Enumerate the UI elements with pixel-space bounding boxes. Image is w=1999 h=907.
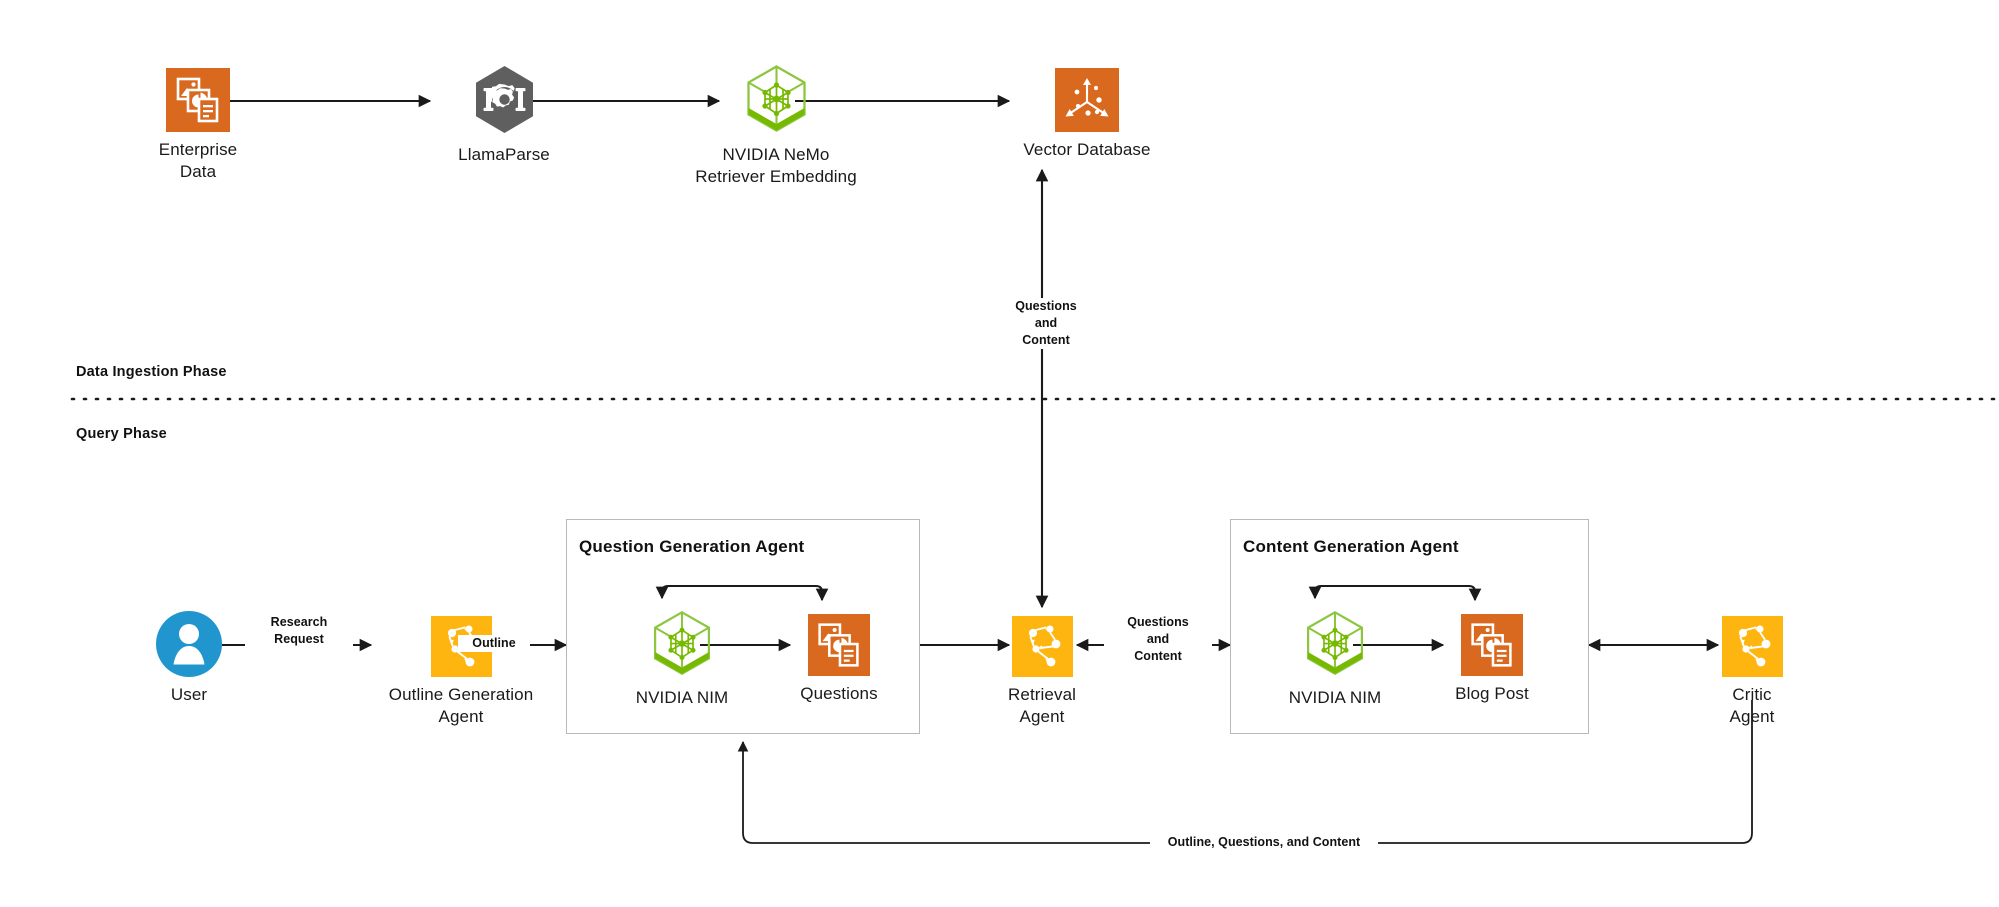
group-content-generation-agent [1230,519,1589,734]
node-label-cga-nim: NVIDIA NIM [1288,688,1382,707]
node-label-questions: Questions [800,684,878,703]
edge-cga-loop [1308,584,1482,602]
node-label-user: User [170,685,208,704]
edge-label-research-request: Research Request [245,614,353,648]
node-blog-post[interactable]: Blog Post [1443,614,1541,705]
phase-label-data-ingestion: Data Ingestion Phase [76,364,227,380]
documents-icon [1461,614,1523,676]
node-label-llamaparse: LlamaParse [458,145,550,164]
node-nemo-retriever[interactable]: NVIDIA NeMo Retriever Embedding [680,62,872,189]
documents-icon [166,68,230,132]
node-label-outline-generation-agent: Outline Generation Agent [388,685,534,727]
phase-label-query: Query Phase [76,426,167,442]
node-user[interactable]: User [155,611,223,706]
node-label-nemo-retriever: NVIDIA NeMo Retriever Embedding [695,145,857,187]
edge-label-feedback-loop: Outline, Questions, and Content [1150,834,1378,851]
node-qga-nim[interactable]: NVIDIA NIM [625,608,739,709]
node-retrieval-agent[interactable]: Retrieval Agent [1008,616,1076,729]
edge-qga-loop [655,584,829,602]
node-label-retrieval-agent: Retrieval Agent [1008,685,1076,727]
node-questions[interactable]: Questions [790,614,888,705]
node-critic-agent[interactable]: Critic Agent [1721,616,1783,729]
vector-database-icon [1055,68,1119,132]
node-vector-database[interactable]: Vector Database [1009,68,1165,161]
agent-flow-icon [1721,616,1783,677]
node-llamaparse[interactable]: LlamaParse [430,62,578,166]
user-avatar-icon [156,611,222,677]
group-title-content-generation-agent: Content Generation Agent [1243,537,1459,556]
edge-label-outline: Outline [458,635,530,652]
group-question-generation-agent [566,519,920,734]
edge-label-retrieval-content-link: Questions and Content [1104,614,1212,665]
nvidia-cube-icon [654,611,710,676]
node-enterprise-data[interactable]: Enterprise Data [156,68,240,184]
nvidia-cube-icon [746,65,806,132]
documents-icon [808,614,870,676]
nvidia-cube-icon [1307,611,1363,676]
agent-flow-icon [1011,616,1073,677]
node-label-vector-database: Vector Database [1023,140,1151,159]
node-cga-nim[interactable]: NVIDIA NIM [1278,608,1392,709]
node-outline-generation-agent[interactable]: Outline Generation Agent [371,616,551,729]
node-label-qga-nim: NVIDIA NIM [635,688,729,707]
gear-hexagon-icon [475,66,533,133]
edge-label-vector-db-link: Questions and Content [992,298,1100,349]
group-title-question-generation-agent: Question Generation Agent [579,537,805,556]
node-label-enterprise-data: Enterprise Data [158,140,238,182]
node-label-blog-post: Blog Post [1455,684,1529,703]
node-label-critic-agent: Critic Agent [1729,685,1775,727]
